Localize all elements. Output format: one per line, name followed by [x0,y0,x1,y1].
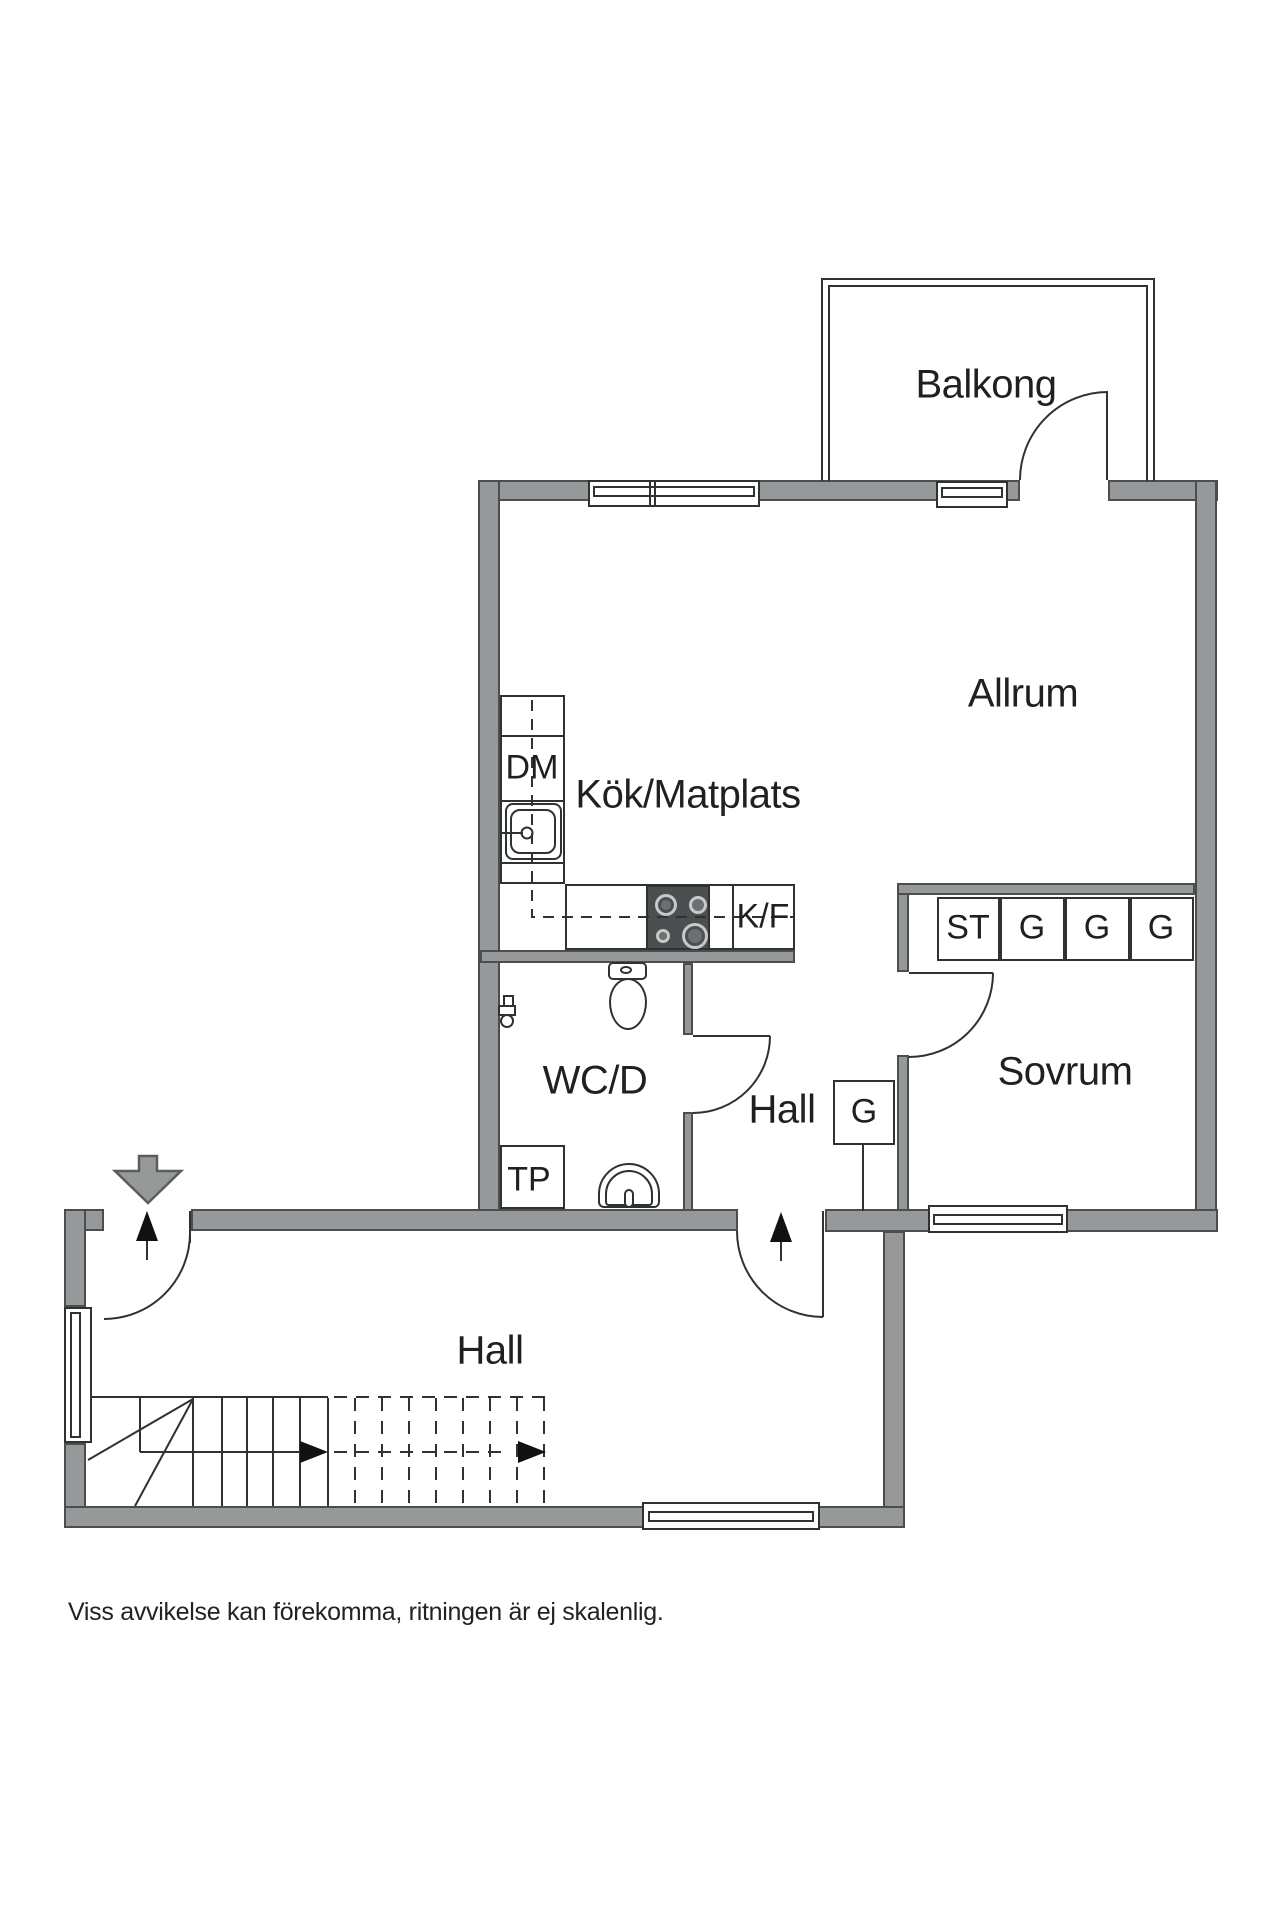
inner-door-arc [736,1230,824,1318]
label-closet-g3: G [1147,908,1175,947]
stairs-cut-diagonal-1 [87,1398,194,1461]
shower-mixer-top-icon [503,995,514,1007]
closet-g2 [1065,897,1130,961]
counter-divider-1 [500,735,565,737]
label-hall-wardrobe: G [850,1092,878,1131]
entry-door-arc [103,1232,191,1320]
balcony-wall-inner [828,285,1148,481]
label-closet-g1: G [1018,908,1046,947]
counter-divider-3 [500,862,565,864]
stairs-arrow-2-icon [518,1441,546,1463]
closet-st [937,897,1000,961]
toilet-bowl [609,978,647,1030]
toilet-button [620,966,632,974]
shaft-line [862,1145,864,1211]
inner-direction-arrow-icon [770,1212,792,1242]
wall-bedroom-left-a [897,885,909,972]
stairs-arrow-1-icon [300,1441,328,1463]
burner-bottom-left [656,929,670,943]
disclaimer-caption: Viss avvikelse kan förekomma, ritningen … [68,1598,664,1626]
wall-bedroom-left-b [897,1055,909,1211]
label-closet-g2: G [1083,908,1111,947]
label-kitchen: Kök/Matplats [575,772,801,817]
wall-lower-right [883,1231,905,1508]
entry-direction-arrow-icon [136,1211,158,1241]
entrance-arrow-icon [111,1154,185,1205]
shower-mixer-knob-icon [500,1014,514,1028]
wall-top-right-segment [1108,480,1218,501]
fridge-divider [732,885,734,949]
label-fridge-freezer: K/F [736,897,790,936]
label-hall-lower: Hall [456,1328,524,1373]
washbasin-tap [624,1189,634,1208]
wall-left-upper [478,480,500,1231]
label-bedroom: Sovrum [997,1049,1133,1094]
laundry-tower-box [500,1145,565,1209]
label-living-room: Allrum [967,671,1079,716]
label-balcony: Balkong [915,362,1057,407]
shower-mixer-body-icon [498,1005,516,1016]
window-bedroom-glass [933,1214,1063,1225]
wall-right-upper [1195,480,1217,1232]
wall-wc-right-a [683,963,693,1035]
bedroom-door-arc [908,972,994,1058]
window-hall-bottom-glass [648,1511,814,1522]
label-dishwasher: DM [505,748,559,787]
stairs-cut-diagonal-2 [134,1398,194,1507]
balcony-wall-outer [821,278,1155,481]
label-closet-st: ST [946,908,990,947]
wall-bedroom-top [897,883,1195,895]
burner-top-right [689,896,707,914]
label-laundry-tower: TP [507,1160,551,1199]
wall-band-middle [191,1209,738,1231]
sink-basin [510,809,556,854]
counter-divider-2 [500,800,565,802]
window-hall-left-glass [70,1312,81,1438]
burner-bottom-right [682,923,708,949]
wall-wc-right-b [683,1112,693,1211]
hall-wardrobe-g [833,1080,895,1145]
burner-top-left [655,894,677,916]
closet-g3 [1130,897,1194,961]
window-top-1-glass [593,486,755,497]
stove [646,885,710,950]
closet-g1 [1000,897,1065,961]
label-hall-upper: Hall [748,1087,816,1132]
window-top-2-glass [941,487,1003,498]
label-bathroom: WC/D [542,1058,648,1103]
wall-lower-left-a [64,1209,86,1307]
